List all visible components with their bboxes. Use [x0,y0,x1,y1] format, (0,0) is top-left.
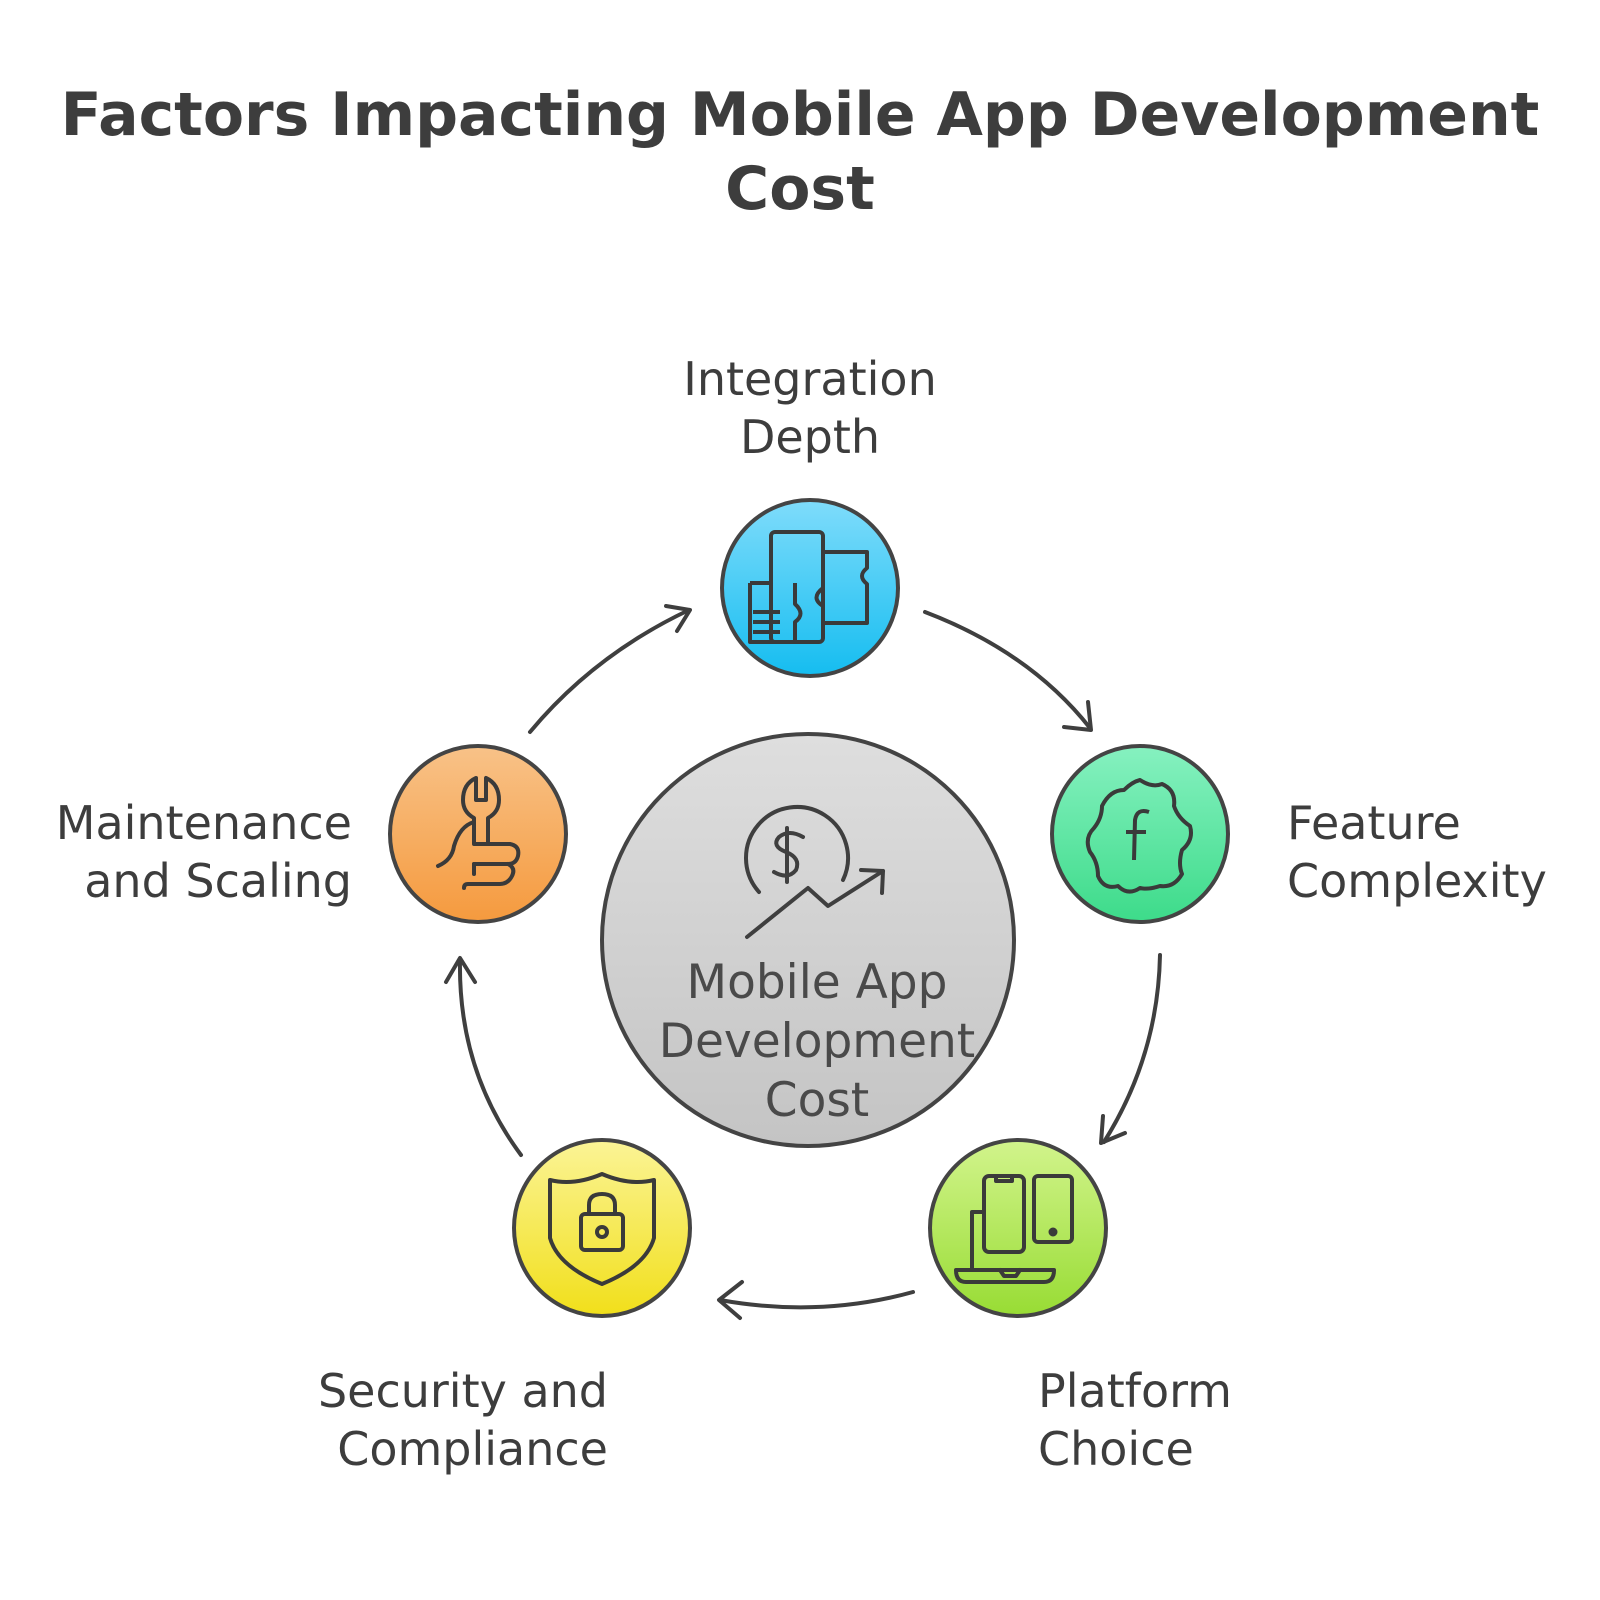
label-line-1: Platform [1038,1364,1232,1418]
wrench-thumbs-up-icon [436,776,521,890]
label-line-2: Complexity [1287,854,1547,908]
title-line-2: Cost [725,154,875,224]
dollar-growth-icon [744,805,885,939]
center-label-line-1: Mobile App [686,955,948,1010]
arrow-platform-to-security [717,1280,915,1320]
label-line-2: Depth [739,410,881,464]
node-security-compliance [512,1138,692,1318]
label-line-1: Feature [1287,796,1461,850]
shield-lock-icon [548,1172,656,1286]
node-integration-depth [720,498,900,678]
node-feature-complexity [1050,744,1230,924]
label-line-1: Maintenance [55,796,352,850]
label-platform-choice: Platform Choice [1038,1362,1232,1478]
feature-gear-icon [1085,778,1193,894]
label-security-compliance: Security and Compliance [238,1362,608,1478]
multi-device-icon [954,1174,1074,1284]
label-line-1: Integration [683,352,937,406]
center-label: Mobile App Development Cost [612,953,1022,1130]
puzzle-devices-icon [748,530,869,644]
arrow-feature-to-platform [1099,953,1162,1145]
label-line-1: Security and [317,1364,608,1418]
label-line-2: Compliance [337,1422,608,1476]
center-node [600,732,1016,1148]
title-line-1: Factors Impacting Mobile App Development [60,80,1540,150]
arrow-maintenance-to-integration [528,604,692,734]
label-maintenance-scaling: Maintenance and Scaling [10,794,352,910]
label-line-2: Choice [1038,1422,1194,1476]
label-line-2: and Scaling [84,854,352,908]
label-feature-complexity: Feature Complexity [1287,794,1547,910]
node-platform-choice [928,1138,1108,1318]
page-title: Factors Impacting Mobile App Development… [50,78,1550,226]
arrow-security-to-maintenance [444,956,523,1157]
center-label-line-2: Development [658,1014,976,1069]
center-label-line-3: Cost [764,1073,870,1128]
node-maintenance-scaling [388,744,568,924]
label-integration-depth: Integration Depth [600,350,1020,466]
arrow-integration-to-feature [923,610,1093,732]
